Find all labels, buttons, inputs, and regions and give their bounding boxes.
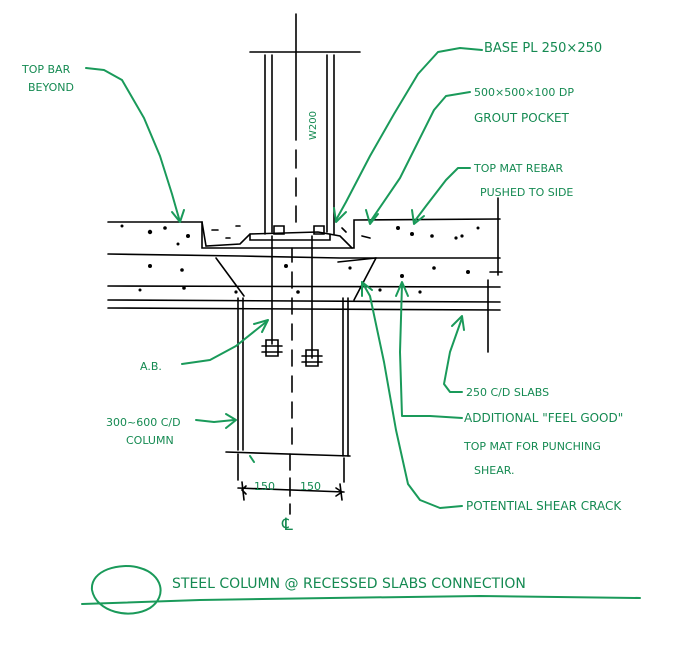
anchor-bolts	[261, 235, 323, 367]
label-extra-line2: TOP MAT FOR PUNCHING	[463, 440, 601, 453]
label-dim-right: 150	[300, 480, 321, 493]
steel-column	[249, 13, 361, 235]
label-dim-left: 150	[254, 480, 275, 493]
haunch	[215, 257, 377, 301]
label-grout-line1: 500×500×100 DP	[474, 86, 574, 99]
dimension-line	[237, 453, 345, 501]
label-slab: 250 C/D SLABS	[466, 386, 549, 399]
label-section: W200	[308, 111, 319, 140]
column-centerline	[289, 247, 293, 515]
concrete-aggregate	[120, 224, 480, 294]
drawing-title: STEEL COLUMN @ RECESSED SLABS CONNECTION	[172, 576, 526, 592]
slab-outline	[107, 197, 503, 353]
label-extra-line3: SHEAR.	[474, 464, 514, 477]
label-centerline: ℄	[281, 515, 293, 535]
concrete-column	[225, 297, 351, 457]
label-rebar-line2: PUSHED TO SIDE	[480, 186, 573, 199]
annotation-leaders	[81, 47, 641, 615]
label-top-bar-line2: BEYOND	[28, 81, 74, 94]
label-column-line1: 300~600 C/D	[106, 416, 181, 429]
grout-pocket	[201, 221, 371, 249]
label-crack: POTENTIAL SHEAR CRACK	[466, 499, 622, 513]
label-rebar-line1: TOP MAT REBAR	[473, 162, 564, 175]
label-anchor-bolt: A.B.	[140, 360, 162, 373]
label-top-bar-line1: TOP BAR	[21, 63, 71, 76]
label-extra-line1: ADDITIONAL "FEEL GOOD"	[464, 411, 623, 425]
label-column-line2: COLUMN	[126, 434, 174, 447]
label-base-plate: BASE PL 250×250	[484, 41, 602, 56]
dimension-ticks-green	[249, 455, 255, 463]
label-grout-line2: GROUT POCKET	[474, 111, 570, 125]
